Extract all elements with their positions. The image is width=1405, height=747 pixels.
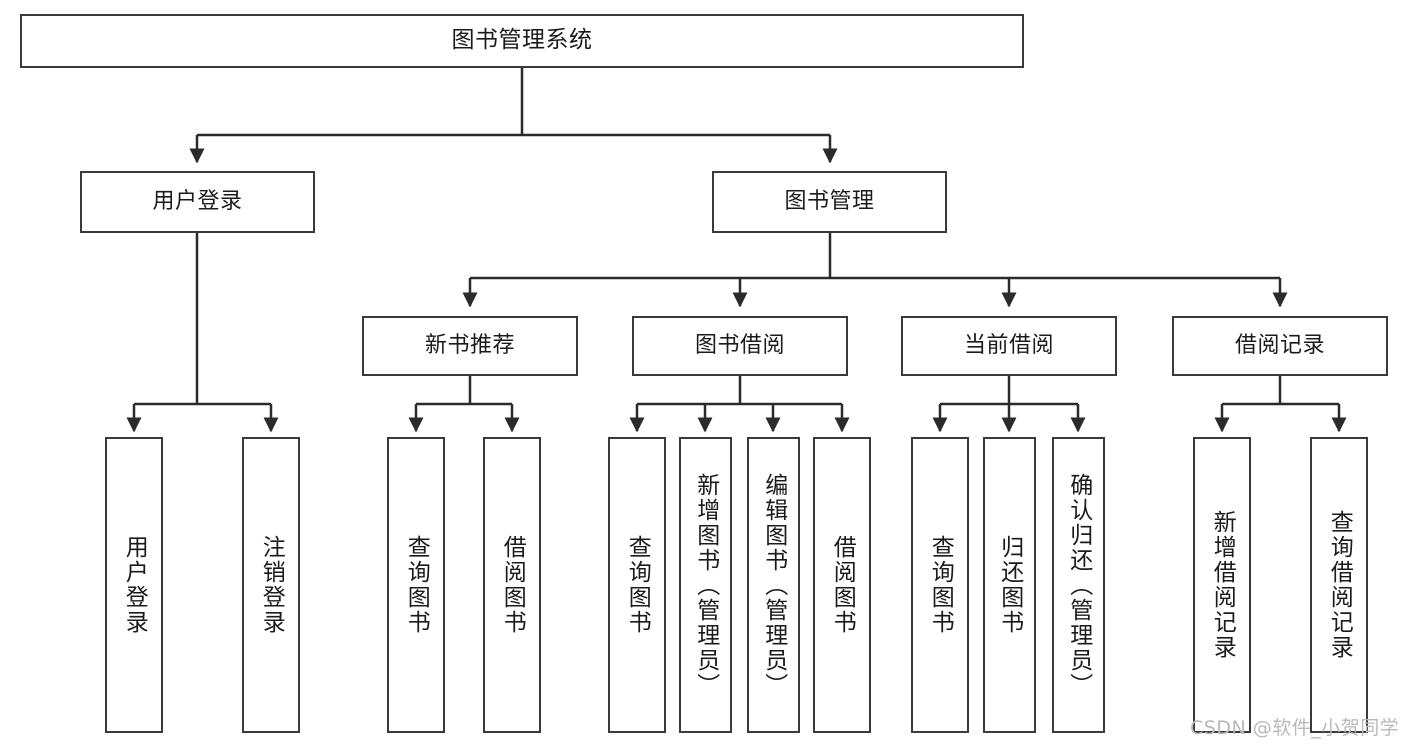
node-leaf-query-borrow-record[interactable]: 查询借阅记录 xyxy=(1310,437,1368,733)
node-leaf-add-book-admin[interactable]: 新增图书（管理员） xyxy=(679,437,732,733)
node-label: 借阅图书 xyxy=(829,535,856,635)
node-leaf-borrow-book[interactable]: 借阅图书 xyxy=(813,437,871,733)
node-leaf-query-book-current[interactable]: 查询图书 xyxy=(911,437,969,733)
node-label: 新增图书（管理员） xyxy=(692,472,719,698)
node-leaf-user-login[interactable]: 用户登录 xyxy=(105,437,163,733)
node-label: 编辑图书（管理员） xyxy=(760,472,787,698)
node-label: 查询图书 xyxy=(624,535,651,635)
node-leaf-borrow-book-recommend[interactable]: 借阅图书 xyxy=(483,437,541,733)
node-label: 查询图书 xyxy=(403,535,430,635)
node-leaf-logout[interactable]: 注销登录 xyxy=(242,437,300,733)
node-root-book-management-system[interactable]: 图书管理系统 xyxy=(20,14,1024,68)
node-label: 查询图书 xyxy=(927,535,954,635)
node-new-book-recommend[interactable]: 新书推荐 xyxy=(362,316,578,376)
node-label: 新书推荐 xyxy=(424,333,515,359)
node-borrow-record[interactable]: 借阅记录 xyxy=(1172,316,1388,376)
node-leaf-query-book-borrow[interactable]: 查询图书 xyxy=(608,437,666,733)
csdn-watermark: CSDN @软件_小贺同学 xyxy=(1190,717,1400,739)
node-label: 用户登录 xyxy=(152,189,243,215)
node-leaf-confirm-return-admin[interactable]: 确认归还（管理员） xyxy=(1052,437,1105,733)
node-label: 借阅图书 xyxy=(499,535,526,635)
node-leaf-edit-book-admin[interactable]: 编辑图书（管理员） xyxy=(747,437,800,733)
node-label: 图书管理 xyxy=(784,189,875,215)
node-label: 用户登录 xyxy=(121,535,148,635)
node-book-borrow[interactable]: 图书借阅 xyxy=(632,316,848,376)
node-label: 新增借阅记录 xyxy=(1209,510,1236,660)
node-label: 借阅记录 xyxy=(1234,333,1325,359)
node-current-borrow[interactable]: 当前借阅 xyxy=(901,316,1117,376)
node-user-login[interactable]: 用户登录 xyxy=(80,171,315,233)
node-label: 注销登录 xyxy=(258,535,285,635)
node-leaf-return-book[interactable]: 归还图书 xyxy=(983,437,1036,733)
node-book-management[interactable]: 图书管理 xyxy=(712,171,947,233)
node-label: 图书借阅 xyxy=(694,333,785,359)
node-label: 当前借阅 xyxy=(963,333,1054,359)
node-label: 归还图书 xyxy=(996,535,1023,635)
node-label: 图书管理系统 xyxy=(451,27,593,54)
node-label: 确认归还（管理员） xyxy=(1065,472,1092,698)
node-leaf-add-borrow-record[interactable]: 新增借阅记录 xyxy=(1193,437,1251,733)
node-leaf-query-book-recommend[interactable]: 查询图书 xyxy=(387,437,445,733)
node-label: 查询借阅记录 xyxy=(1326,510,1353,660)
